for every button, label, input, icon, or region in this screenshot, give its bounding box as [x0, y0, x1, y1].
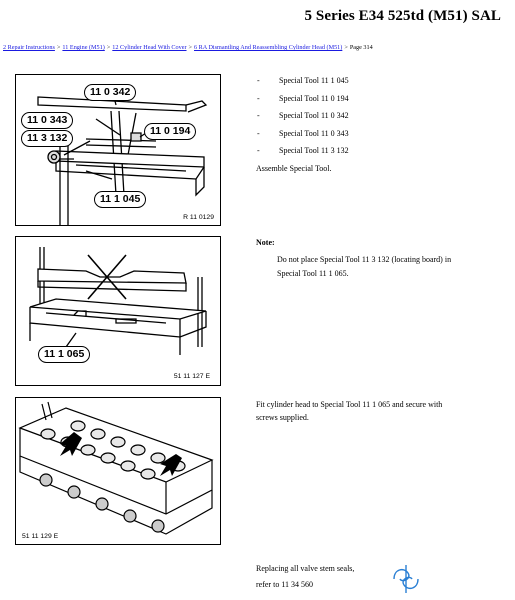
figure-code: 51 11 129 E: [22, 533, 59, 540]
cylinder-head-drawing: [18, 401, 214, 535]
callout-11-1-065: 11 1 065: [38, 346, 91, 363]
cross-reference: refer to 11 34 560: [256, 580, 314, 589]
breadcrumb-separator: >: [56, 44, 61, 51]
list-item: -Special Tool 11 0 194: [257, 93, 349, 103]
step2-section: Fit cylinder head to Special Tool 11 1 0…: [256, 400, 443, 422]
callout-11-0-194: 11 0 194: [144, 123, 197, 140]
figure-cylinder-head: 51 11 129 E: [15, 397, 221, 545]
note-section: Note: Do not place Special Tool 11 3 132…: [256, 236, 496, 281]
note-label: Note:: [256, 238, 275, 247]
breadcrumb-link-dismantling[interactable]: 6 RA Dismantling And Reassembling Cylind…: [194, 44, 343, 51]
breadcrumb-separator: >: [344, 44, 348, 51]
figure-special-tool-assembly: 11 0 342 11 0 343 11 3 132 11 0 194 11 1…: [15, 74, 221, 226]
list-item: -Special Tool 11 0 343: [257, 128, 349, 138]
breadcrumb-link-repair-instructions[interactable]: 2 Repair Instructions: [3, 44, 55, 51]
locating-board-drawing: [29, 247, 207, 355]
callout-11-1-045: 11 1 045: [94, 191, 147, 208]
figure-code: 51 11 127 E: [173, 373, 210, 380]
list-item: -Special Tool 11 1 045: [257, 76, 349, 85]
figure-code: R 11 0129: [183, 214, 214, 221]
note-text: Do not place Special Tool 11 3 132 (loca…: [277, 255, 452, 278]
breadcrumb-separator: >: [106, 44, 111, 51]
step1-instruction: Assemble Special Tool.: [256, 163, 332, 173]
page-number: Page 314: [349, 44, 373, 51]
callout-11-0-343: 11 0 343: [21, 112, 74, 129]
breadcrumb: 2 Repair Instructions>11 Engine (M51)>12…: [3, 44, 373, 51]
list-item: -Special Tool 11 3 132: [257, 146, 349, 155]
breadcrumb-separator: >: [188, 44, 193, 51]
list-item: -Special Tool 11 0 342: [257, 111, 349, 120]
watermark-logo-icon: [393, 565, 419, 593]
callout-11-3-132: 11 3 132: [21, 130, 74, 147]
page-title: 5 Series E34 525td (M51) SAL: [304, 8, 501, 24]
breadcrumb-link-cylinder-head[interactable]: 12 Cylinder Head With Cover: [112, 44, 187, 51]
tool-assembly-drawing: [37, 88, 208, 225]
breadcrumb-link-engine[interactable]: 11 Engine (M51): [62, 44, 105, 51]
callout-11-0-342: 11 0 342: [84, 84, 137, 101]
step1-section: -Special Tool 11 1 045 -Special Tool 11 …: [256, 73, 496, 177]
figure-locating-board: 11 1 065 51 11 127 E: [15, 236, 221, 386]
step3-section: Replacing all valve stem seals, refer to…: [256, 561, 496, 593]
